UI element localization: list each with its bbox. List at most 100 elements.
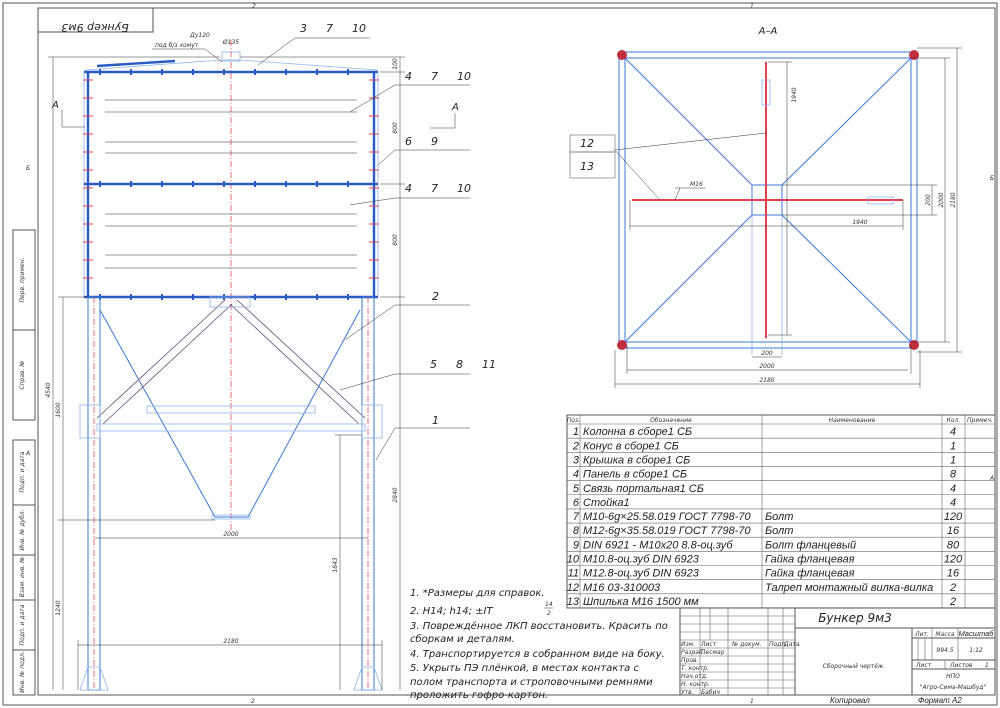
front-view: 4540 1600 1240 100 800 800 2840 1843 200… xyxy=(45,22,496,691)
zone-label: 1 xyxy=(750,698,754,705)
portal-braces xyxy=(79,296,383,439)
role-label: Н. контр. xyxy=(681,681,710,688)
note-line: 1. *Размеры для справок. xyxy=(410,588,545,599)
technical-notes: 1. *Размеры для справок. 2. Н14; h14; ±IT… xyxy=(410,588,668,701)
role-label: Разраб. xyxy=(681,649,705,656)
nozzle-diameter: Ø135 xyxy=(222,39,239,46)
cell-name: Гайка фланцевая xyxy=(765,568,855,580)
left-stamp-column: Перв. примен. Справ. № Подп. и дата Инв.… xyxy=(12,229,36,696)
cell-position: 5 xyxy=(573,483,580,495)
nozzle-note: под б/з хомут xyxy=(155,42,199,49)
note-line: 5. Укрыть ПЭ плёнкой, в местах контакта … xyxy=(410,663,639,674)
sheets-label: Листов xyxy=(949,662,973,669)
cell-designation: DIN 6921 - М10х20 8.8-оц.зуб xyxy=(583,539,733,551)
dim-cone-height: 1600 xyxy=(55,402,62,417)
dim-center-h: 200 xyxy=(761,350,773,357)
dim-outer-h: 2180 xyxy=(759,377,774,384)
cell-position: 3 xyxy=(573,454,580,466)
dim-center-v: 200 xyxy=(925,194,932,206)
callout-number: 10 xyxy=(352,22,366,35)
panel-ribs xyxy=(105,99,357,269)
col-header: Дата xyxy=(783,641,800,648)
cell-name: Гайка фланцевая xyxy=(765,554,855,566)
section-mark-right: А xyxy=(451,102,459,113)
cell-quantity: 16 xyxy=(947,568,960,580)
cell-position: 4 xyxy=(573,469,579,481)
callout-number: 4 xyxy=(405,70,412,83)
dim-inner-v: 2000 xyxy=(938,192,945,207)
cell-quantity: 1 xyxy=(950,440,956,452)
format-label: Формат A2 xyxy=(918,696,962,705)
table-row: 2 Конус в сборе1 СБ 1 xyxy=(567,440,995,453)
turnbuckle xyxy=(761,79,771,106)
zone-label: А xyxy=(25,450,30,457)
callout-number: 2 xyxy=(432,290,439,303)
cell-name: Болт фланцевый xyxy=(765,539,856,551)
corner-bolts xyxy=(617,50,919,350)
table-header: Примеч. xyxy=(967,417,993,424)
front-dimension-lines xyxy=(48,56,405,690)
cell-quantity: 2 xyxy=(949,596,956,608)
cell-quantity: 120 xyxy=(944,554,963,566)
section-mark-left: А xyxy=(51,100,59,111)
cell-quantity: 120 xyxy=(944,511,963,523)
title-block-grid xyxy=(680,608,795,695)
callout-number: 7 xyxy=(431,182,438,195)
nozzle xyxy=(221,51,241,62)
cell-name: Талреп монтажный вилка-вилка xyxy=(765,582,933,594)
cell-designation: М16 03-310003 xyxy=(583,582,661,594)
callout-number: 6 xyxy=(405,135,412,148)
stamp-label: Подп. и дата xyxy=(19,604,26,645)
cell-position: 2 xyxy=(572,440,579,452)
hopper-edges xyxy=(624,57,912,343)
cell-position: 12 xyxy=(567,582,579,594)
callout-number: 9 xyxy=(431,135,438,148)
mirrored-title-box xyxy=(37,7,154,33)
cell-position: 9 xyxy=(573,539,579,551)
cell-designation: Конус в сборе1 СБ xyxy=(583,440,679,452)
cell-quantity: 4 xyxy=(950,426,956,438)
col-header: Лист xyxy=(700,641,717,648)
note-line: 2. Н14; h14; ±IT xyxy=(410,606,493,617)
stamp-label: Инв. № подл. xyxy=(19,651,26,692)
cell-quantity: 8 xyxy=(950,469,957,481)
note-line: полом транспорта и строповочными ремнями xyxy=(410,677,653,688)
dim-column-spacing: 2000 xyxy=(223,531,238,538)
cell-quantity: 80 xyxy=(947,539,960,551)
zone-label: Б xyxy=(990,175,994,182)
dim-roof: 100 xyxy=(392,58,399,70)
callout-number: 5 xyxy=(430,358,437,371)
callout-number: 10 xyxy=(457,182,471,195)
rod-label: М16 xyxy=(690,181,703,188)
note-line: проложить гофро-картон. xyxy=(410,690,548,701)
stamp-label: Перв. примен. xyxy=(19,257,26,302)
stamp-label: Справ. № xyxy=(19,360,26,389)
zone-label: А xyxy=(989,475,994,482)
cell-designation: Шпилька М16 1500 мм xyxy=(583,596,699,608)
cell-name: Болт xyxy=(765,511,793,523)
cell-quantity: 4 xyxy=(950,483,956,495)
table-header: Обозначение xyxy=(650,417,692,424)
table-header: Наименование xyxy=(829,417,876,424)
nozzle-note: Ду120 xyxy=(189,32,210,39)
callout-number: 4 xyxy=(405,182,412,195)
cell-position: 6 xyxy=(573,497,580,509)
mass-value: 994.5 xyxy=(936,647,953,654)
sheet-label: Лист xyxy=(915,662,932,669)
role-label: Пров. xyxy=(681,657,699,664)
scale-label: Масштаб xyxy=(958,629,994,638)
callout-number: 7 xyxy=(326,22,333,35)
stamp-label: Подп. и дата xyxy=(19,451,26,492)
sheets-value: 1 xyxy=(985,662,989,669)
callout-12: 12 xyxy=(580,137,594,150)
callout-number: 11 xyxy=(482,358,496,371)
cell-quantity: 2 xyxy=(949,582,956,594)
organization: "Агро-Сима-Машбуд" xyxy=(920,684,987,691)
cell-position: 7 xyxy=(573,511,580,523)
